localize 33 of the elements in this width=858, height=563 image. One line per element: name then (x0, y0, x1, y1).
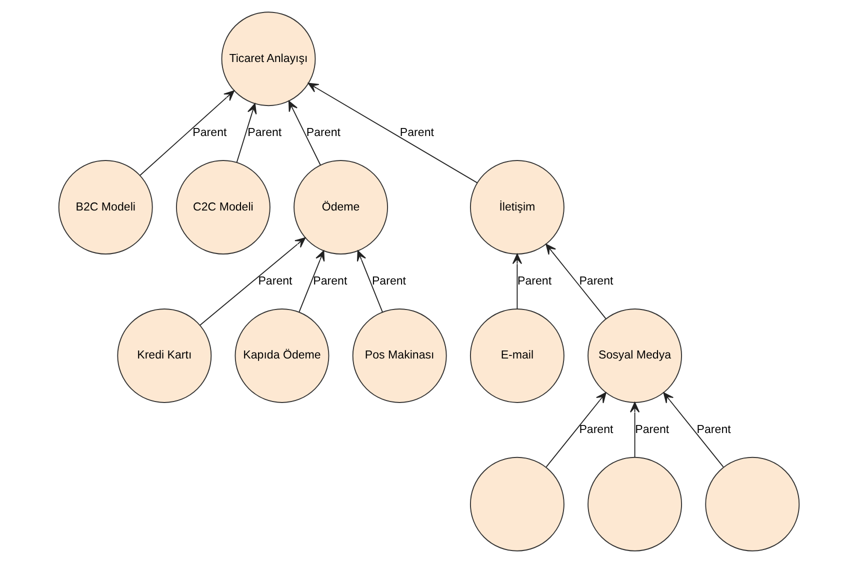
node-circle: Kapıda Ödeme (234, 308, 330, 403)
edge-label: Parent (518, 275, 552, 288)
edge-label: Parent (258, 275, 292, 288)
arrow (288, 100, 321, 166)
arrow (663, 392, 724, 468)
arrow (356, 250, 383, 312)
edge-label: Parent (579, 424, 614, 436)
arrow (298, 250, 325, 312)
arrow (200, 237, 306, 326)
edge-label: Parent (192, 127, 227, 140)
arrow (546, 392, 606, 468)
arrow (140, 90, 234, 176)
node-circle (470, 456, 564, 552)
node-circle (588, 456, 682, 552)
edge-label: Parent (248, 127, 282, 140)
edge-label: Parent (306, 127, 340, 140)
arrow (308, 82, 478, 184)
edge-label: Parent (579, 275, 614, 288)
node-circle: C2C Modeli (176, 160, 270, 255)
arrow (546, 244, 606, 320)
edge-label: Parent (313, 275, 348, 288)
edge-label: Parent (400, 127, 434, 140)
arrow (630, 402, 640, 458)
arrow (236, 103, 257, 163)
node-circle (705, 456, 800, 552)
node-circle: Pos Makinası (352, 308, 447, 403)
node-circle: E-mail (470, 308, 564, 403)
edge-label: Parent (372, 275, 406, 288)
node-circle: B2C Modeli (58, 160, 153, 255)
node-circle: Kredi Kartı (117, 308, 212, 403)
edge-label: Parent (696, 424, 731, 436)
arrow (512, 254, 522, 310)
edge-label: Parent (635, 424, 670, 436)
